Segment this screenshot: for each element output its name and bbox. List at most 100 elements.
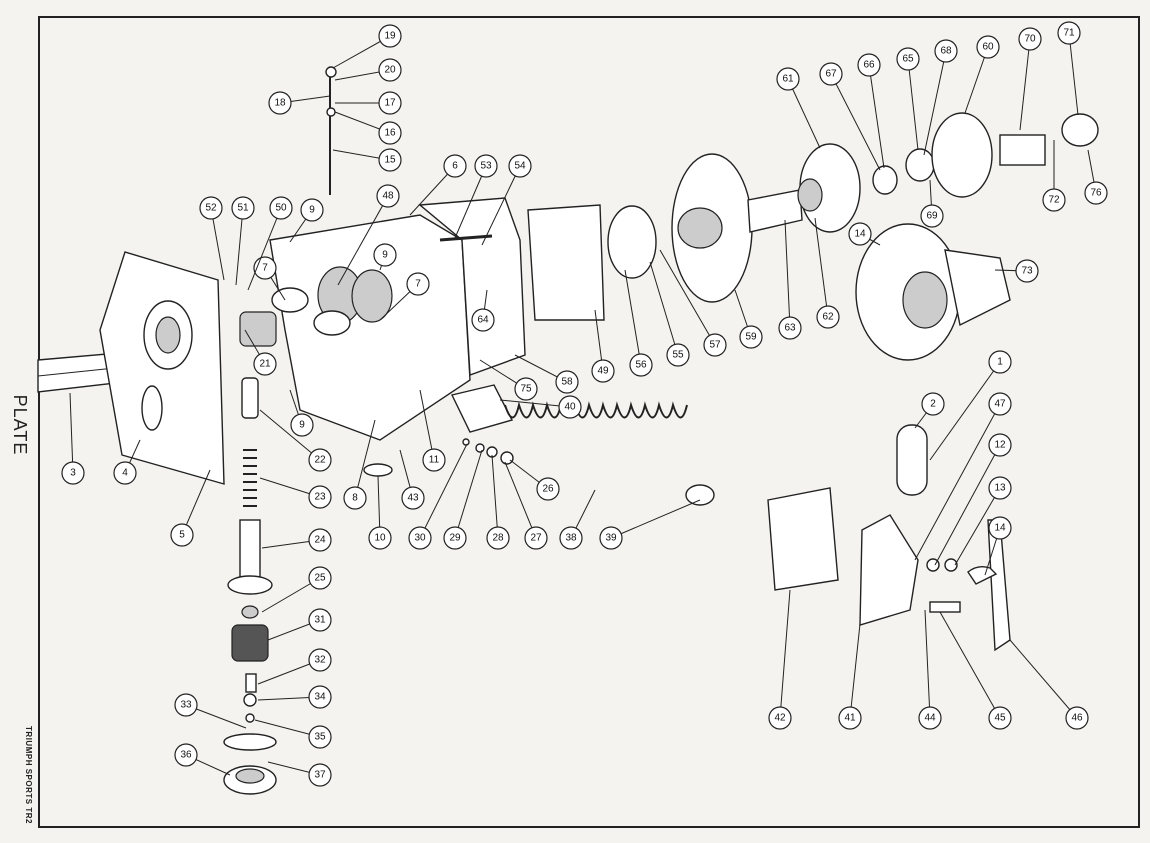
callout-65: 65 (896, 47, 920, 151)
callout-5: 5 (170, 469, 211, 547)
leader-line (814, 217, 829, 318)
leader-line (954, 487, 1001, 566)
pump-assembly (223, 377, 277, 795)
callout-11: 11 (419, 389, 446, 472)
adaptor-plate (99, 251, 225, 485)
callout-circle (308, 648, 332, 672)
callout-63: 63 (778, 219, 802, 340)
callout-circle (599, 526, 623, 550)
callout-number: 31 (314, 615, 326, 626)
callout-number: 59 (745, 332, 757, 343)
callout-10: 10 (368, 475, 392, 550)
callout-number: 54 (514, 161, 526, 172)
callout-circle (1057, 21, 1081, 45)
callout-number: 28 (492, 533, 504, 544)
callout-circle (308, 725, 332, 749)
annulus-gear (872, 112, 1099, 198)
leader-line (69, 392, 74, 474)
callout-circle (1065, 706, 1089, 730)
callout-number: 76 (1090, 188, 1102, 199)
callout-circle (113, 461, 137, 485)
callout-number: 26 (542, 484, 554, 495)
top-valve (325, 66, 337, 195)
leader-line (499, 399, 571, 408)
callout-52: 52 (199, 196, 225, 281)
callout-48: 48 (337, 184, 400, 286)
main-casing (239, 197, 526, 441)
callout-number: 63 (784, 323, 796, 334)
callout-number: 42 (774, 713, 786, 724)
callout-circle (406, 272, 430, 296)
callout-12: 12 (934, 433, 1012, 566)
callout-46: 46 (1009, 639, 1089, 730)
callout-circle (378, 121, 402, 145)
leader-line (787, 78, 821, 149)
callout-circle (920, 204, 944, 228)
callout-number: 35 (314, 732, 326, 743)
callout-number: 13 (994, 483, 1006, 494)
callout-21: 21 (244, 329, 277, 376)
callout-71: 71 (1057, 21, 1081, 116)
callout-number: 11 (429, 455, 440, 466)
callout-39: 39 (599, 499, 701, 550)
callout-number: 40 (564, 402, 576, 413)
callout-circle (308, 566, 332, 590)
callout-number: 20 (384, 65, 396, 76)
callout-17: 17 (335, 91, 402, 115)
callout-circle (666, 343, 690, 367)
callout-number: 9 (299, 420, 305, 431)
callout-number: 5 (179, 530, 185, 541)
callout-55: 55 (649, 261, 690, 367)
callout-circle (703, 333, 727, 357)
leader-line (934, 444, 1001, 566)
callout-circle (343, 486, 367, 510)
callout-number: 65 (902, 54, 914, 65)
callout-8: 8 (343, 419, 376, 510)
callout-number: 6 (452, 161, 458, 172)
callout-circle (408, 526, 432, 550)
leader-line (784, 219, 791, 329)
leader-line (504, 461, 537, 539)
callout-circle (514, 377, 538, 401)
callout-number: 50 (275, 203, 287, 214)
leader-line (907, 58, 919, 151)
small-parts (363, 438, 514, 477)
callout-circle (988, 516, 1012, 540)
callout-53: 53 (454, 154, 498, 239)
callout-33: 33 (174, 693, 247, 729)
callout-circle (486, 526, 510, 550)
callout-circle (816, 305, 840, 329)
callout-number: 62 (822, 312, 834, 323)
callout-number: 18 (274, 98, 286, 109)
leader-line (924, 609, 931, 719)
callout-circle (739, 325, 763, 349)
leader-line (235, 207, 244, 286)
leader-line (454, 449, 483, 539)
callout-number: 34 (314, 692, 326, 703)
callout-number: 27 (530, 533, 542, 544)
callout-69: 69 (920, 179, 944, 228)
callout-72: 72 (1042, 140, 1066, 212)
callout-number: 53 (480, 161, 492, 172)
callout-number: 57 (709, 340, 721, 351)
callout-number: 23 (314, 492, 326, 503)
callout-circle (555, 370, 579, 394)
callout-circle (976, 35, 1000, 59)
callout-number: 66 (863, 60, 875, 71)
callout-number: 30 (414, 533, 426, 544)
callout-number: 68 (940, 46, 952, 57)
callout-number: 61 (782, 74, 794, 85)
callout-number: 21 (259, 359, 271, 370)
callout-circle (443, 526, 467, 550)
solenoid-lever-cover (767, 424, 1011, 652)
callout-number: 32 (314, 655, 326, 666)
callout-number: 36 (180, 750, 192, 761)
callout-number: 12 (994, 440, 1006, 451)
callout-15: 15 (332, 148, 402, 172)
callout-circle (378, 24, 402, 48)
leader-line (210, 207, 225, 281)
callout-59: 59 (734, 289, 763, 349)
callout-7: 7 (379, 272, 430, 321)
rear-housing (855, 223, 1011, 361)
